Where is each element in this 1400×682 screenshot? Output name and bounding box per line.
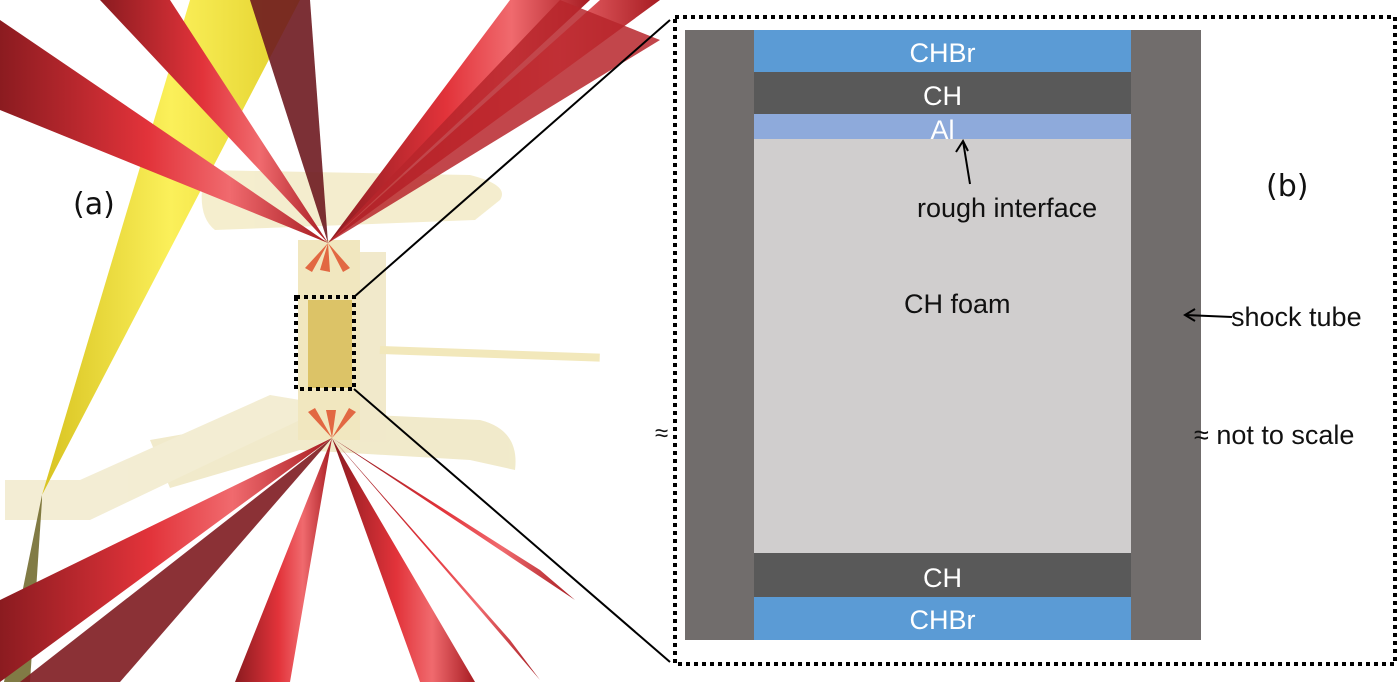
layer-al-label-box: Al — [754, 114, 1131, 145]
laser-beam — [100, 0, 328, 243]
zoom-region-box — [294, 295, 356, 391]
laser-beam — [332, 438, 475, 682]
shock-tube-wall-left — [685, 30, 755, 640]
layer-ch-foam — [754, 139, 1131, 553]
panel-b-frame — [673, 15, 1397, 666]
support-arm — [5, 395, 300, 520]
layer-chbr-bottom — [754, 597, 1131, 640]
layer-label: CHBr — [909, 605, 976, 635]
laser-beam — [250, 0, 328, 243]
upper-laser-beams — [0, 0, 660, 243]
laser-beam — [328, 0, 660, 243]
shock-tube-core — [308, 300, 352, 388]
rough-interface-label: rough interface — [917, 193, 1098, 223]
laser-beam — [0, 438, 332, 682]
layer-ch-top-label-box: CH — [754, 72, 1131, 114]
layer-ch-top — [754, 72, 1131, 114]
layer-al — [754, 114, 1131, 139]
panel-a-label: (a) — [73, 187, 115, 222]
horizontal-rod — [379, 345, 600, 362]
layer-label: Al — [930, 115, 955, 145]
approx-symbol-left: ≈ — [655, 420, 669, 447]
layer-ch-foam-label: CH foam — [904, 289, 1011, 319]
laser-beam — [235, 438, 332, 682]
shock-tube-label: shock tube — [1231, 302, 1362, 332]
layer-chbr-bottom-label-box: CHBr — [754, 597, 1131, 640]
layer-ch-bottom — [754, 553, 1131, 597]
shock-tube-wall-right — [1131, 30, 1201, 640]
lower-laser-beams — [0, 438, 575, 682]
layer-label: CH — [923, 563, 962, 593]
not-to-scale-label: ≈ not to scale — [1194, 420, 1355, 450]
layer-label: CH — [923, 81, 962, 111]
layer-ch-bottom-label-box: CH — [754, 553, 1131, 597]
layer-chbr-top-label-box: CHBr — [754, 30, 1131, 72]
layer-chbr-top — [754, 30, 1131, 72]
rough-interface-arrow — [955, 138, 971, 185]
laser-beam — [0, 20, 328, 243]
laser-beam — [20, 438, 332, 682]
laser-beam — [332, 438, 540, 680]
zoom-connector-top — [353, 19, 671, 298]
layer-label: CHBr — [909, 38, 976, 68]
beam-footprints — [305, 243, 356, 438]
laser-beam — [332, 438, 575, 600]
shock-tube-arrow — [1183, 308, 1233, 322]
zoom-connector-bottom — [353, 388, 671, 663]
panel-b-label: (b) — [1266, 169, 1309, 204]
